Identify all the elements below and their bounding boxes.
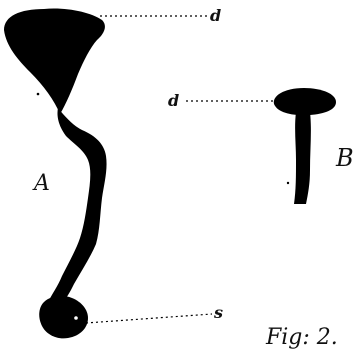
ink-speck (287, 182, 289, 184)
specimen-a (4, 9, 107, 339)
specimen-b (274, 88, 336, 204)
label-a: A (32, 171, 50, 196)
label-b: B (335, 144, 354, 172)
leader-line-s (86, 314, 212, 323)
label-d-b: d (168, 91, 179, 110)
specimen-a-knob-dot (74, 316, 78, 320)
label-s: s (213, 303, 223, 322)
specimen-b-stem (294, 112, 311, 204)
specimen-a-stalk (48, 108, 107, 304)
ink-speck (37, 93, 40, 96)
label-d-top: d (210, 6, 221, 25)
figure-caption: Fig: 2. (265, 325, 338, 350)
specimen-a-top-cap (4, 9, 105, 114)
specimen-a-bottom-knob (39, 296, 88, 338)
specimen-b-cap (274, 88, 336, 115)
